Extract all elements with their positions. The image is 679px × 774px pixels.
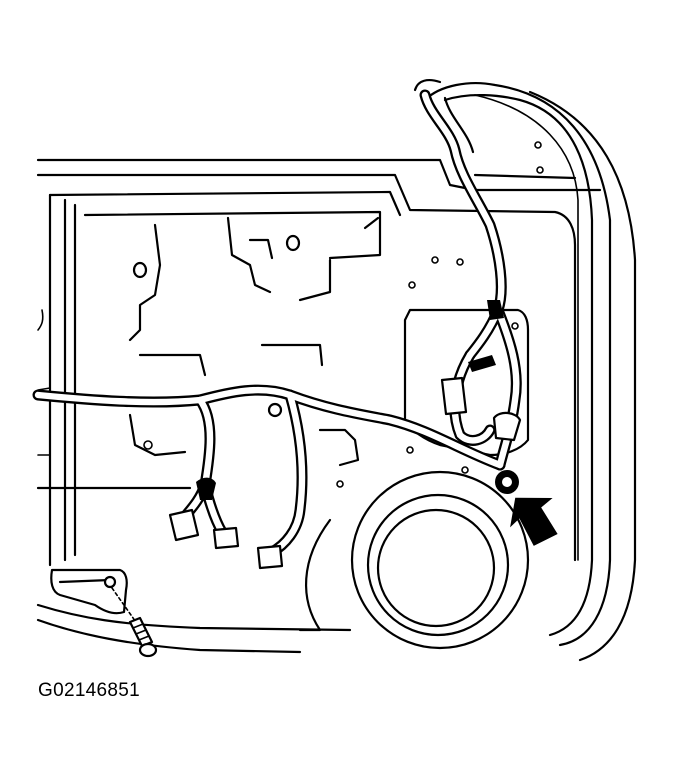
wire-harness bbox=[32, 79, 522, 558]
speaker-opening bbox=[298, 470, 530, 650]
mounting-bracket bbox=[50, 568, 128, 615]
door-lower-edge bbox=[36, 603, 352, 654]
fastener-screw bbox=[111, 587, 158, 658]
door-wiring-diagram bbox=[32, 79, 637, 662]
panel-recesses bbox=[128, 216, 380, 467]
door-outer-frame bbox=[423, 82, 637, 662]
harness-connectors bbox=[168, 300, 522, 570]
panel-holes bbox=[132, 141, 544, 488]
pointer-arrow bbox=[510, 497, 558, 546]
door-inner-panel bbox=[36, 158, 577, 567]
figure-code: G02146851 bbox=[38, 680, 141, 701]
harness-grommet bbox=[495, 470, 519, 494]
